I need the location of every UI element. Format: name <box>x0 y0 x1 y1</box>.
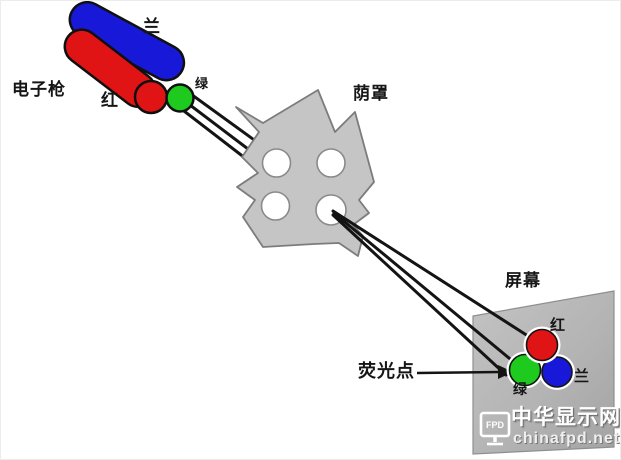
label-electron-gun: 电子枪 <box>12 80 66 99</box>
watermark-site-url: chinafpd.net <box>513 430 621 447</box>
green-gun-tip <box>165 83 195 113</box>
mask-hole-top-right <box>316 148 346 178</box>
fpd-logo-text: FPD <box>486 420 505 430</box>
electron-gun <box>63 1 195 115</box>
electron-beams-gun-to-mask <box>182 90 259 160</box>
label-gun-blue: 兰 <box>143 17 161 36</box>
beam-line-middle <box>184 100 254 154</box>
mask-holes <box>260 148 347 226</box>
red-phosphor-dot <box>525 328 559 362</box>
beam-line-top <box>186 90 259 144</box>
mask-hole-bottom-left <box>260 191 291 221</box>
label-gun-green: 绿 <box>195 76 210 91</box>
fpd-monitor-frame <box>479 411 511 438</box>
beam-to-blue-dot <box>331 213 508 377</box>
fpd-monitor-icon: FPD <box>479 411 511 446</box>
label-shadow-mask: 荫罩 <box>353 84 389 103</box>
phosphor-pointer-arrowhead <box>498 365 513 379</box>
red-gun-end-cap <box>133 79 169 115</box>
label-dot-green: 绿 <box>513 381 528 397</box>
label-gun-red: 红 <box>101 91 119 110</box>
mask-hole-top-left <box>261 148 292 178</box>
label-screen: 屏幕 <box>505 271 541 290</box>
beam-to-red-dot <box>331 209 530 338</box>
label-dot-red: 红 <box>550 317 567 334</box>
blue-phosphor-dot <box>541 356 573 388</box>
green-phosphor-dot <box>508 353 542 387</box>
watermark-site-name: 中华显示网 <box>511 406 621 429</box>
label-dot-blue: 兰 <box>574 368 591 385</box>
phosphor-dot-triad <box>506 326 575 390</box>
label-phosphor-dot: 荧光点 <box>358 361 415 381</box>
beam-line-bottom <box>182 109 247 160</box>
phosphor-pointer <box>416 365 513 379</box>
electron-beams-mask-to-screen <box>331 209 530 377</box>
phosphor-pointer-line <box>416 370 501 375</box>
beam-to-green-dot <box>332 211 517 365</box>
shadow-mask-plate <box>235 89 375 257</box>
